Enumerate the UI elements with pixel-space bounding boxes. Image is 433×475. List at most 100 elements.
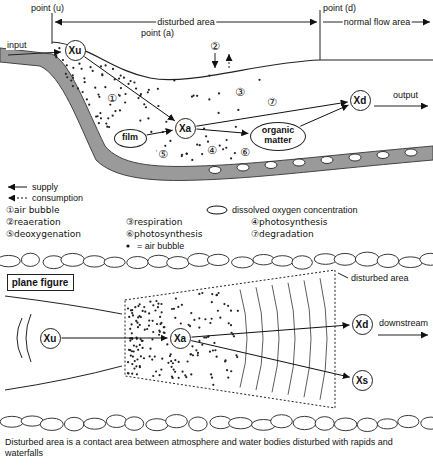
point-label: point (d) — [322, 3, 357, 13]
rock — [334, 253, 356, 265]
air-bubble-dot — [140, 316, 142, 318]
air-bubble-dot — [72, 67, 74, 69]
air-bubble-dot — [190, 373, 192, 375]
air-bubble-dot — [227, 376, 229, 378]
air-bubble-dot — [123, 77, 125, 79]
node-text: film — [122, 133, 138, 143]
organic-matter-ellipse: organic matter — [250, 122, 306, 151]
air-bubble-dot — [142, 310, 144, 312]
node-text: organic matter — [258, 126, 298, 146]
air-bubble-dot — [184, 374, 186, 376]
riverbed-ground — [0, 48, 433, 180]
air-bubble-dot — [211, 301, 213, 303]
air-bubble-dot — [129, 80, 131, 82]
air-bubble-dot — [196, 144, 198, 146]
air-bubble-dot — [127, 307, 129, 309]
callout-number: ② — [209, 41, 221, 52]
air-bubble-dot — [152, 320, 154, 322]
air-bubble-dot — [209, 351, 211, 353]
air-bubble-dot — [225, 147, 227, 149]
air-bubble-dot — [99, 112, 101, 114]
wave-arc — [304, 280, 311, 397]
air-bubble-dot — [104, 86, 106, 88]
node-text: Xd — [354, 95, 367, 106]
air-bubble-dot — [58, 47, 60, 49]
node-text: Xu — [44, 333, 57, 344]
flow-connector — [300, 105, 348, 126]
air-bubble-dot — [167, 362, 169, 364]
air-bubble-dot — [133, 81, 135, 83]
air-bubble-dot — [178, 361, 180, 363]
air-bubble-dot — [181, 371, 183, 373]
air-bubble-dot — [72, 74, 74, 76]
air-bubble-dot — [118, 77, 120, 79]
air-bubble-dot — [135, 346, 137, 348]
process-key: ⑤deoxygenation — [5, 229, 82, 239]
air-bubble-dot — [82, 91, 84, 93]
flow-line — [5, 296, 122, 314]
rock — [104, 257, 125, 267]
air-bubble-dot — [170, 353, 172, 355]
air-bubble-dot — [189, 353, 191, 355]
air-bubble-dot — [159, 316, 161, 318]
rock — [265, 162, 277, 169]
air-bubble-dot — [237, 109, 239, 111]
air-bubble-dot — [214, 349, 216, 351]
air-bubble-dot — [148, 89, 150, 91]
air-bubble-dot — [178, 377, 180, 379]
span-label: disturbed area — [156, 17, 216, 27]
air-bubble-dot — [127, 83, 129, 85]
disturbed-area-outline — [125, 270, 335, 408]
concentration-circle: Xa — [170, 328, 191, 349]
air-bubble-dot — [193, 319, 195, 321]
rock — [21, 253, 39, 266]
air-bubble-dot — [119, 109, 121, 111]
air-bubble-dot — [131, 332, 133, 334]
air-bubble-dot — [218, 112, 220, 114]
ground-band — [0, 48, 433, 180]
air-bubble-dot — [130, 323, 132, 325]
air-bubble-dot — [190, 312, 192, 314]
air-bubble-dot — [112, 68, 114, 70]
air-bubble-dot — [124, 93, 126, 95]
rock — [237, 164, 249, 171]
legend-entry: consumption — [5, 193, 83, 203]
air-bubble-dot — [55, 55, 57, 57]
air-bubble-dot — [191, 159, 193, 161]
air-bubble-dot — [157, 306, 159, 308]
rock — [146, 419, 168, 431]
air-bubble-dot — [149, 301, 151, 303]
rock — [315, 417, 334, 431]
legend-entry: = air bubble — [110, 241, 184, 251]
air-bubble-dot — [216, 356, 218, 358]
air-bubble-dot — [101, 73, 103, 75]
air-bubble-dot — [66, 64, 68, 66]
air-bubble-dot — [230, 310, 232, 312]
air-bubble-dot — [225, 139, 227, 141]
callout-number: ③ — [234, 87, 246, 98]
air-bubble-dot — [100, 65, 102, 67]
air-bubble-dot — [219, 317, 221, 319]
air-bubble-dot — [228, 322, 230, 324]
air-bubble-dot — [149, 348, 151, 350]
leader-line — [338, 273, 348, 278]
air-bubble-dot — [170, 366, 172, 368]
air-bubble-dot — [222, 148, 224, 150]
air-bubble-dot — [127, 372, 129, 374]
air-bubble-dot — [136, 358, 138, 360]
air-bubble-dot — [94, 87, 96, 89]
legend-text: dissolved oxygen concentration — [232, 205, 358, 215]
air-bubble-dot — [130, 354, 132, 356]
wave-arc — [272, 285, 279, 392]
air-bubble-dot — [199, 144, 201, 146]
air-bubble-dot — [139, 324, 141, 326]
air-bubble-dot — [169, 140, 171, 142]
concentration-circle: Xa — [175, 118, 196, 139]
air-bubble-dot — [101, 74, 103, 76]
air-bubble-dot — [172, 377, 174, 379]
concentration-circle: Xd — [352, 314, 373, 335]
rock — [106, 415, 126, 428]
air-bubble-dot — [208, 74, 210, 76]
point-label: point (a) — [140, 28, 175, 38]
air-bubble-dot — [237, 310, 239, 312]
